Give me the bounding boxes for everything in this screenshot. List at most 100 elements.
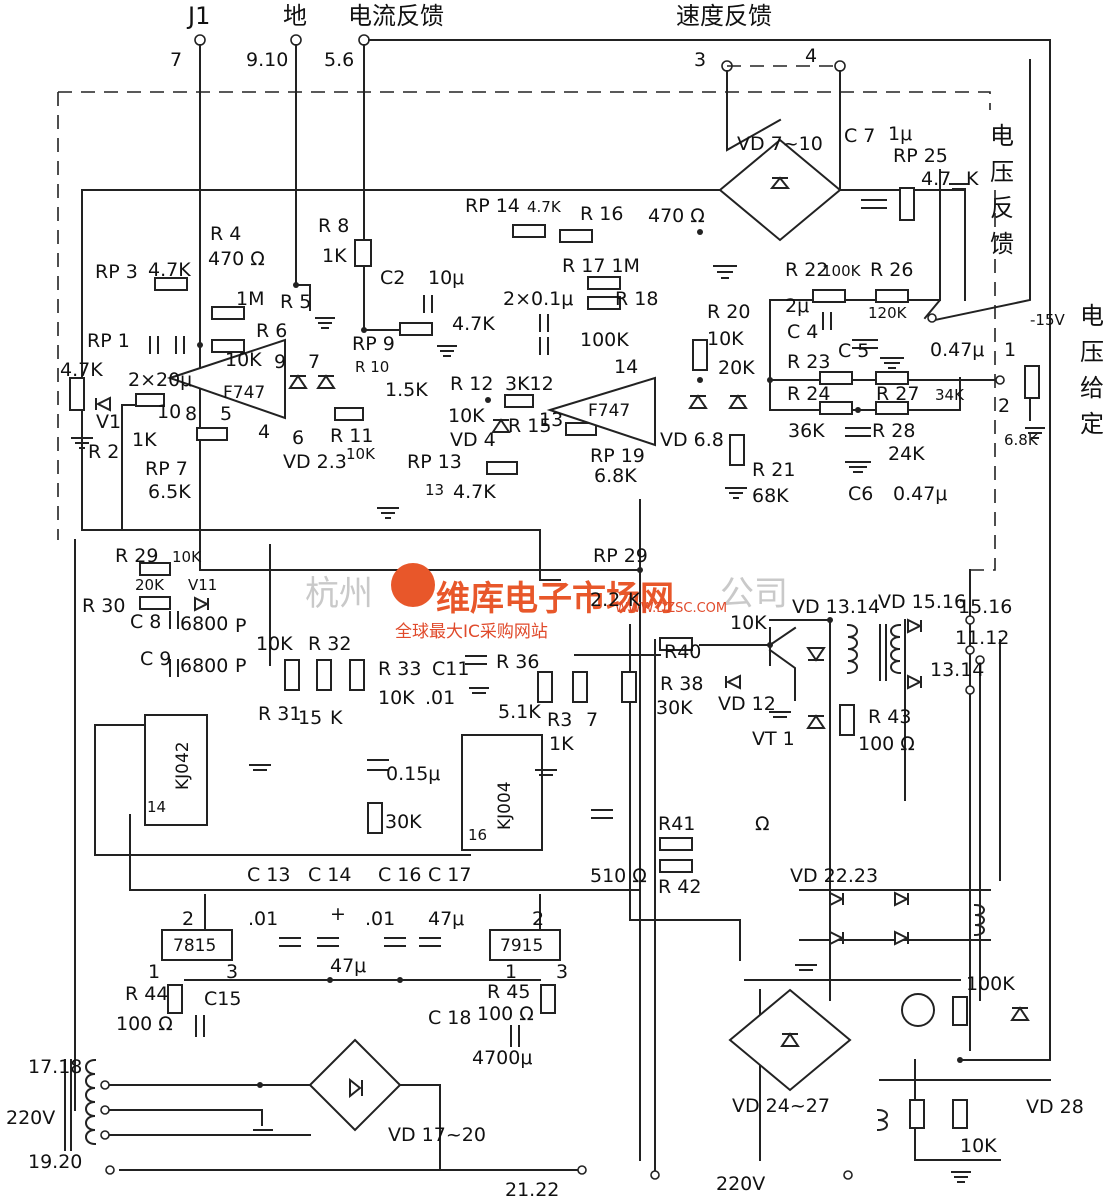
label: R41	[658, 813, 695, 835]
r18	[587, 296, 621, 310]
label: 10K	[256, 633, 293, 655]
label: 2×20μ	[128, 369, 192, 391]
svg-text:压: 压	[990, 158, 1014, 186]
ground-terminal	[290, 34, 302, 46]
c8	[169, 611, 179, 629]
terminals	[100, 313, 1005, 1180]
r-30k	[367, 802, 383, 834]
rp7	[196, 427, 228, 441]
label: 9	[274, 351, 286, 373]
label: RP 19	[590, 445, 645, 467]
voltage-setpoint-label: 电 压 给 定	[1080, 302, 1103, 438]
label: 4.7K	[452, 313, 495, 335]
label: C 13	[247, 864, 290, 886]
speed-feedback-pin4: 4	[805, 45, 817, 67]
label: 10K	[225, 349, 262, 371]
label: 3	[556, 961, 568, 983]
watermark-url: WWW.DZSC.COM	[615, 601, 727, 616]
rp1	[69, 377, 85, 411]
label: RP 3	[95, 261, 138, 283]
label: R 16	[580, 203, 623, 225]
r30	[139, 596, 171, 610]
label: R 42	[658, 876, 701, 898]
label: R 5	[280, 291, 311, 313]
label: R 45	[487, 981, 530, 1003]
r41	[659, 837, 693, 851]
label: VD 24~27	[732, 1095, 830, 1117]
ic-kj004: KJ004	[461, 734, 543, 851]
r27	[875, 371, 909, 385]
c-2x0-1	[539, 314, 549, 332]
label: 24K	[888, 443, 925, 465]
resistors	[135, 229, 968, 1129]
label: 30K	[656, 697, 693, 719]
label: 17.18	[28, 1056, 82, 1078]
label: 5.1K	[498, 701, 541, 723]
current-feedback-label: 电流反馈	[348, 2, 444, 30]
label: 10μ	[428, 267, 464, 289]
label: R 44	[125, 983, 168, 1005]
op-amp-2: F747	[546, 376, 656, 447]
r38	[621, 671, 637, 703]
label: R 28	[872, 420, 915, 442]
label: 1.5K	[385, 379, 428, 401]
label: 100K	[966, 973, 1015, 995]
inductor-right	[876, 903, 985, 1132]
label: K	[330, 707, 343, 729]
label: VD 13.14	[792, 596, 880, 618]
ground-label: 地	[283, 2, 307, 30]
label: R 8	[318, 215, 349, 237]
label: R 22	[785, 259, 828, 281]
c6	[845, 427, 871, 437]
label: 6	[292, 427, 304, 449]
c15	[195, 1015, 205, 1037]
label: .01	[425, 687, 455, 709]
r12	[504, 394, 534, 408]
vd2-diode	[288, 374, 308, 389]
label: 11.12	[955, 627, 1009, 649]
svg-text:定: 定	[1080, 410, 1103, 438]
label: R 36	[496, 651, 539, 673]
label: 4700μ	[472, 1047, 532, 1069]
label: VD 22.23	[790, 865, 878, 887]
label: 0.47μ	[893, 483, 947, 505]
r-1k	[135, 393, 165, 407]
c18	[510, 1025, 520, 1047]
label: 2×0.1μ	[503, 288, 573, 310]
v1-diode	[95, 396, 111, 412]
label: 2μ	[785, 295, 809, 317]
label: 34K	[935, 386, 965, 404]
r-bottom-left	[909, 1099, 925, 1129]
regulator-7915: 7915	[489, 929, 561, 961]
label: VD 15.16	[878, 591, 966, 613]
label: C11	[432, 658, 469, 680]
label: 19.20	[28, 1151, 82, 1173]
label: 220V	[6, 1107, 55, 1129]
label: 100 Ω	[477, 1003, 534, 1025]
label: 1μ	[888, 123, 912, 145]
r26	[875, 289, 909, 303]
r29	[139, 562, 171, 576]
label: R 18	[615, 288, 658, 310]
svg-text:7815: 7815	[173, 936, 216, 956]
label: R 15	[508, 415, 551, 437]
label: 1K	[322, 245, 347, 267]
label: 13.14	[930, 659, 984, 681]
label: C 8	[130, 611, 161, 633]
mains-transformer	[64, 1058, 97, 1151]
label: R 11	[330, 425, 373, 447]
label: 1	[505, 961, 517, 983]
label: .01	[365, 908, 395, 930]
label: R 33	[378, 658, 421, 680]
label: 100K	[580, 329, 629, 351]
r43	[839, 704, 855, 736]
label: 47μ	[428, 908, 464, 930]
c11	[465, 655, 487, 665]
label: 16	[468, 826, 487, 844]
rp3	[154, 277, 188, 291]
label: C 14	[308, 864, 351, 886]
label: C 4	[787, 321, 818, 343]
label: 470 Ω	[208, 248, 265, 270]
label: 1	[148, 961, 160, 983]
